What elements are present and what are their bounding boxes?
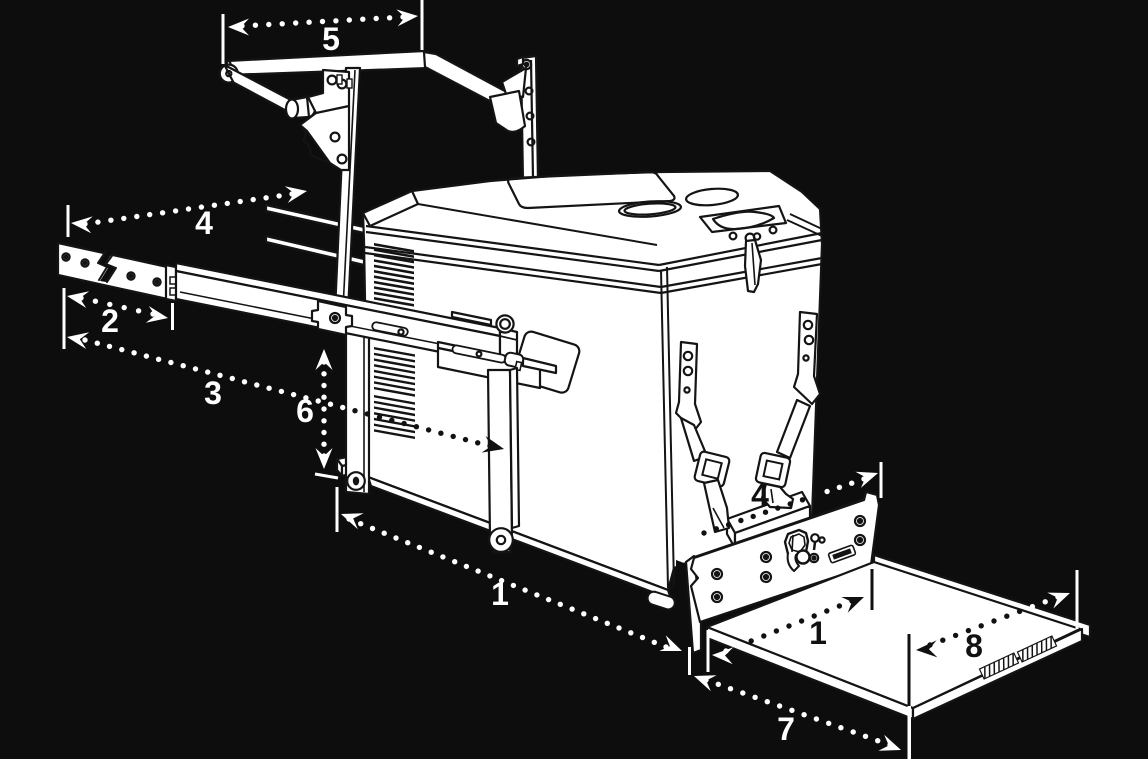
- svg-text:3: 3: [204, 375, 222, 411]
- svg-text:1: 1: [491, 576, 509, 612]
- svg-text:8: 8: [965, 628, 983, 664]
- svg-text:6: 6: [296, 393, 314, 429]
- svg-text:2: 2: [101, 303, 119, 339]
- svg-text:1: 1: [809, 615, 827, 651]
- svg-text:7: 7: [777, 711, 795, 747]
- svg-text:5: 5: [322, 21, 340, 57]
- svg-text:4: 4: [195, 205, 213, 241]
- svg-text:4: 4: [751, 477, 769, 513]
